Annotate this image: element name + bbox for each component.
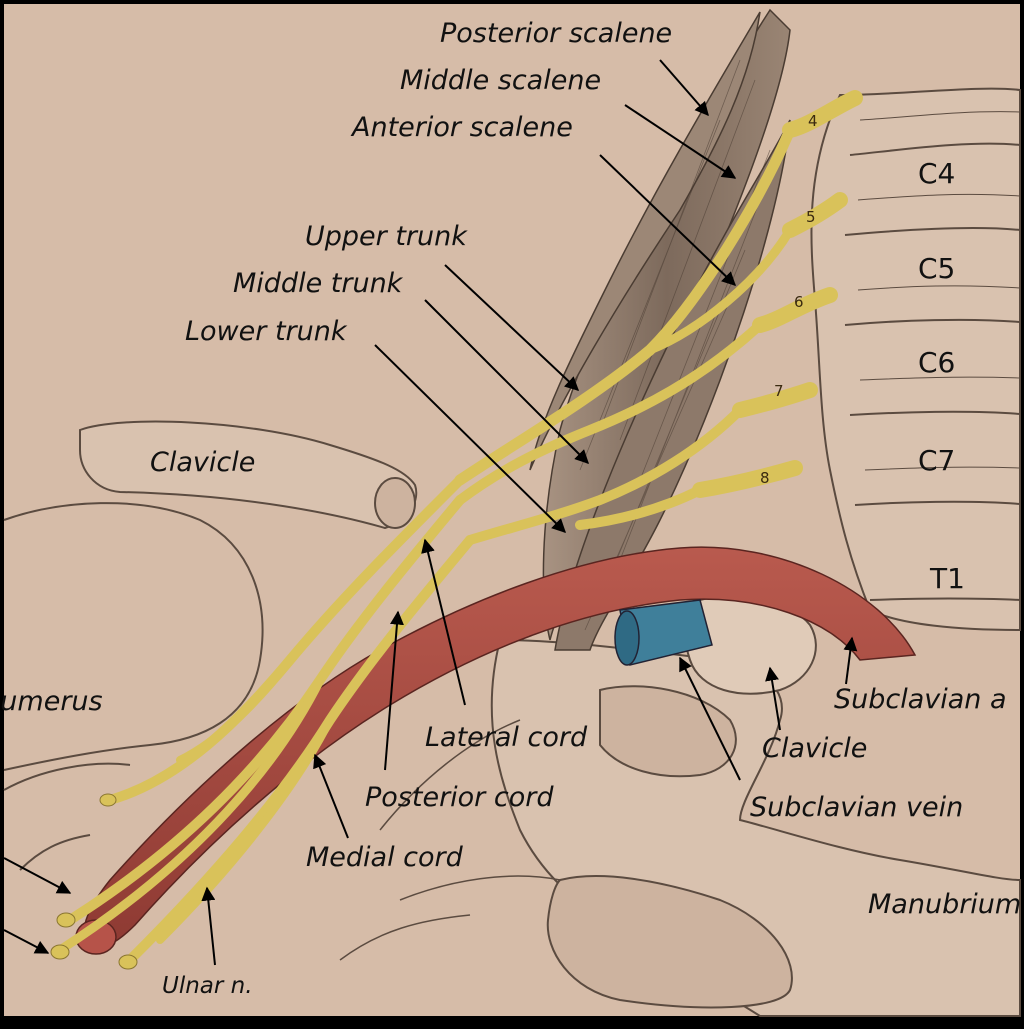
- vertebra-label-c6: C6: [918, 346, 955, 379]
- label-upper-trunk: Upper trunk: [305, 221, 468, 252]
- root-number-6: 6: [794, 293, 804, 311]
- brachial-plexus-nerves: [55, 90, 863, 965]
- label-lateral-cord: Lateral cord: [425, 722, 588, 753]
- leader-arrows: [3, 59, 858, 966]
- label-ulnar-n: Ulnar n.: [162, 973, 253, 999]
- root-number-7: 7: [774, 382, 784, 400]
- label-clavicle-left: Clavicle: [150, 447, 255, 478]
- vertebra-label-t1: T1: [929, 562, 965, 595]
- vertebra-label-c7: C7: [918, 444, 955, 477]
- label-middle-trunk: Middle trunk: [233, 268, 404, 299]
- label-middle-scalene: Middle scalene: [400, 65, 601, 96]
- label-medial-cord: Medial cord: [306, 842, 464, 873]
- label-clavicle-right: Clavicle: [762, 733, 867, 764]
- root-number-4: 4: [808, 112, 818, 130]
- anatomy-labels: Posterior scalene Middle scalene Anterio…: [0, 18, 1021, 999]
- nerve-ends: [50, 793, 138, 970]
- vertebra-label-c4: C4: [918, 157, 955, 190]
- manubrium-shape: [490, 595, 1021, 1017]
- humerus-shape: [3, 502, 264, 871]
- label-humerus: Humerus: [0, 686, 103, 717]
- label-posterior-scalene: Posterior scalene: [440, 18, 672, 49]
- label-subclavian-vein: Subclavian vein: [750, 792, 963, 823]
- label-anterior-scalene: Anterior scalene: [350, 112, 573, 143]
- label-posterior-cord: Posterior cord: [365, 782, 554, 813]
- vertebral-column: [810, 87, 1021, 632]
- label-manubrium: Manubrium: [868, 889, 1021, 920]
- rib-outline: [339, 719, 561, 961]
- root-number-5: 5: [806, 208, 816, 226]
- clavicle-left-shape: [79, 420, 418, 530]
- root-number-8: 8: [760, 469, 770, 487]
- label-lower-trunk: Lower trunk: [185, 316, 348, 347]
- vertebra-label-c5: C5: [918, 252, 955, 285]
- vertebra-labels: C4 C5 C6 C7 T1: [918, 157, 965, 595]
- subclavian-vein-shape: [614, 599, 713, 666]
- root-numbers: 4 5 6 7 8: [760, 112, 818, 487]
- label-subclavian-a: Subclavian a: [834, 684, 1007, 715]
